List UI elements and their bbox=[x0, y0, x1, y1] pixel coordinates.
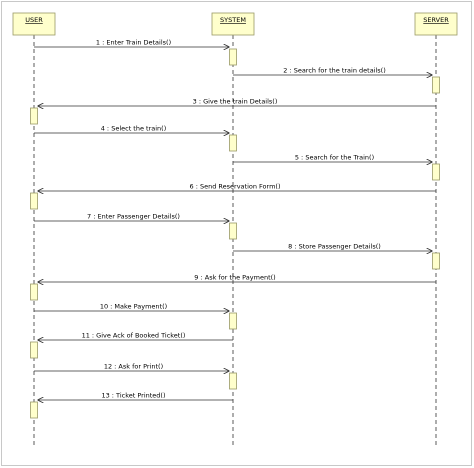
participant-box-system bbox=[211, 12, 255, 36]
participant-box-server bbox=[414, 12, 458, 36]
activation-system-7 bbox=[229, 222, 237, 240]
message-label-3: 3 : Give the train Details() bbox=[193, 98, 278, 106]
message-label-6: 6 : Send Reservation Form() bbox=[190, 183, 281, 191]
message-label-12: 12 : Ask for Print() bbox=[104, 363, 163, 371]
activation-server-2 bbox=[432, 76, 440, 94]
message-label-13: 13 : Ticket Printed() bbox=[101, 392, 165, 400]
activation-user-9 bbox=[30, 283, 38, 301]
activation-system-1 bbox=[229, 48, 237, 66]
activation-user-6 bbox=[30, 192, 38, 210]
message-label-2: 2 : Search for the train details() bbox=[283, 67, 386, 75]
activation-server-5 bbox=[432, 163, 440, 181]
activation-server-8 bbox=[432, 252, 440, 270]
message-label-4: 4 : Select the train() bbox=[101, 125, 167, 133]
message-label-11: 11 : Give Ack of Booked Ticket() bbox=[82, 332, 186, 340]
participant-label-server: SERVER bbox=[423, 16, 449, 24]
message-label-8: 8 : Store Passenger Details() bbox=[288, 243, 381, 251]
activation-system-12 bbox=[229, 372, 237, 390]
message-label-7: 7 : Enter Passenger Details() bbox=[87, 213, 180, 221]
activation-system-10 bbox=[229, 312, 237, 330]
message-label-10: 10 : Make Payment() bbox=[100, 303, 167, 311]
participant-label-user: USER bbox=[25, 16, 43, 24]
message-label-5: 5 : Search for the Train() bbox=[295, 154, 374, 162]
participant-box-user bbox=[12, 12, 56, 36]
activation-user-13 bbox=[30, 401, 38, 419]
activation-system-4 bbox=[229, 134, 237, 152]
activation-user-11 bbox=[30, 341, 38, 359]
participant-label-system: SYSTEM bbox=[220, 16, 246, 24]
message-label-1: 1 : Enter Train Details() bbox=[96, 39, 171, 47]
activation-user-3 bbox=[30, 107, 38, 125]
message-label-9: 9 : Ask for the Payment() bbox=[194, 274, 275, 282]
